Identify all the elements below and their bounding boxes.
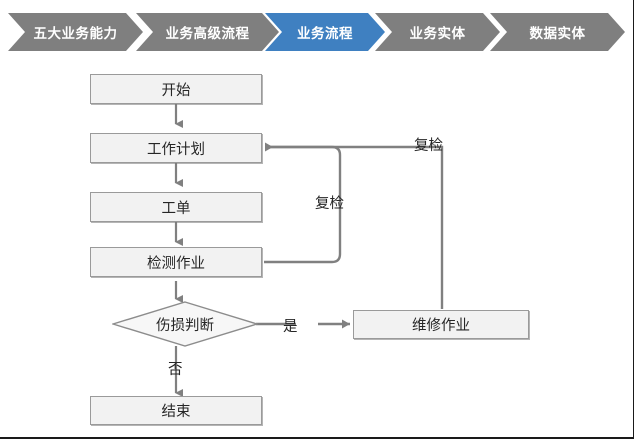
edge-label-no: 否 <box>168 358 183 379</box>
node-end-label: 结束 <box>161 404 191 420</box>
node-inspection[interactable]: 检测作业 <box>90 247 262 277</box>
edge-label-recheck-outer-text: 复检 <box>414 138 443 154</box>
node-start[interactable]: 开始 <box>90 74 262 104</box>
edge-label-yes: 是 <box>283 315 298 336</box>
node-repair-label: 维修作业 <box>412 318 470 334</box>
node-end[interactable]: 结束 <box>90 396 262 425</box>
node-work-plan[interactable]: 工作计划 <box>90 133 262 163</box>
edge-repair-to-workplan-recheck <box>266 145 444 309</box>
node-work-order[interactable]: 工单 <box>90 192 262 222</box>
node-decision[interactable]: 伤损判断 <box>112 301 258 347</box>
decision-diamond-shape <box>112 301 258 347</box>
node-start-label: 开始 <box>161 82 191 99</box>
edge-label-no-text: 否 <box>168 362 183 378</box>
node-decision-label: 伤损判断 <box>156 317 214 334</box>
node-work-order-label: 工单 <box>161 200 191 217</box>
node-inspection-label: 检测作业 <box>147 255 205 272</box>
edge-label-yes-text: 是 <box>283 319 298 335</box>
edge-label-recheck-outer: 复检 <box>414 134 443 155</box>
edge-label-recheck-inner-text: 复检 <box>315 196 344 212</box>
node-repair[interactable]: 维修作业 <box>353 310 529 339</box>
edge-label-recheck-inner: 复检 <box>315 192 344 213</box>
node-work-plan-label: 工作计划 <box>147 141 205 158</box>
